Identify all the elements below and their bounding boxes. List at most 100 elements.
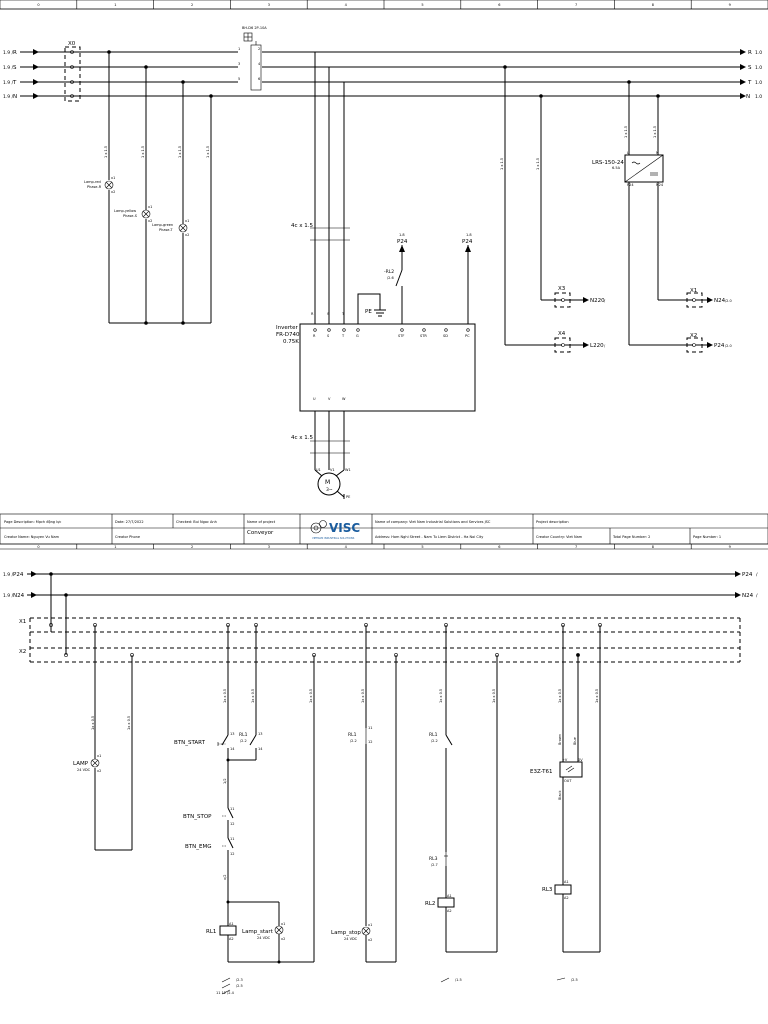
rail-p24-label: P24 <box>13 572 24 578</box>
inv-pin-str: STR <box>420 334 427 338</box>
rl1-c1-pin1: 13 <box>258 732 262 736</box>
rail-s-label: S <box>13 65 17 71</box>
xref-rl1-3: 11 12 /2.4 <box>216 991 235 995</box>
psu-name: LRS-150-24 <box>592 160 624 166</box>
rail-t-label: T <box>12 80 17 86</box>
rail-p24-label-right: P24 <box>742 572 753 578</box>
sensor-wire-brown: Brown <box>558 734 562 745</box>
tb-project-desc: Project description <box>536 520 569 524</box>
rail-n24-ref-right: / <box>756 593 758 599</box>
terminal-x3-ref: / <box>604 299 606 303</box>
lamp-start-name: Lamp_start <box>242 929 274 935</box>
breaker-label: BH-D6 2P-10A <box>242 26 267 30</box>
rl2-coil-pin1: A1 <box>447 894 452 898</box>
btn-emg-pin2: 12 <box>230 852 234 856</box>
wire-label-9: 1x x 0.5 <box>558 689 562 703</box>
motor-pin-v1: V1 <box>330 468 335 472</box>
column-number: 6 <box>498 545 500 549</box>
column-number: 5 <box>421 545 423 549</box>
rl1-c1-name: RL1 <box>239 732 248 738</box>
terminal-x3-signal: N220 <box>590 298 605 304</box>
lamp-start-spec: 24 VDC <box>257 936 271 940</box>
sheet2-rails: 1.9 / P24 P24 / 1.9 / N24 N24 / <box>3 571 758 655</box>
breaker-pin-6: 6 <box>258 77 260 81</box>
sensor-wire-black: Black <box>558 790 562 800</box>
column-number: 0 <box>37 3 39 7</box>
wire-label-6: 1x x 0.5 <box>361 689 365 703</box>
terminal-point <box>64 653 68 657</box>
terminal-x4-ref: / <box>604 344 606 348</box>
lamp-yellow-pin2: x2 <box>148 219 152 223</box>
cable-in-label: 4c x 1.5 <box>291 223 314 229</box>
control-circuit: 1x x 0.5 1x x 0.5 1x x 0.5 1x x 0.5 1x x… <box>73 625 601 964</box>
rail-t-ref: 1.9 / <box>3 80 14 86</box>
rl3-c-ref: /2.7 <box>431 863 438 867</box>
sensor-wire-blue: Blue <box>573 737 577 745</box>
p24a-ref: 1.8 <box>399 233 405 237</box>
rail-r-ref-right: 1.0 <box>755 50 762 56</box>
pe-label: PE <box>365 309 372 315</box>
terminal-x2-signal: P24 <box>714 343 725 349</box>
rl1-coil-pin1: A1 <box>229 922 234 926</box>
lamp-icon <box>90 758 100 768</box>
column-number: 4 <box>345 545 348 549</box>
rail-n-ref-right: 1.0 <box>755 94 762 100</box>
rl2-coil-pin2: A2 <box>447 909 452 913</box>
lamp-stop-name: Lamp_stop <box>331 930 361 936</box>
column-number: 0 <box>37 545 39 549</box>
inv-pin-w: W <box>342 397 346 401</box>
btn-start-pin2: 14 <box>230 747 235 751</box>
inverter-power: 0.75K <box>283 339 299 345</box>
terminal-point <box>49 623 53 627</box>
column-number: 8 <box>652 545 654 549</box>
wire-label-5: 1x x 0.5 <box>309 689 313 703</box>
inv-pin-t: T <box>341 334 345 338</box>
motor-phase: 3~ <box>326 487 333 493</box>
motor-pe: PE <box>346 495 350 499</box>
lamp-green-phase: Phase-T <box>159 228 173 232</box>
rl1-c3-ref: /2.2 <box>431 739 438 743</box>
wire-label-3: 1x x 0.5 <box>223 689 227 703</box>
inv-in-label-t: T <box>341 312 345 316</box>
lamp-yellow-phase: Phase-S <box>123 214 138 218</box>
btn-stop-pin2: 12 <box>230 822 234 826</box>
sensor-term-v: +V <box>562 758 568 762</box>
rl1-c2-pin2: 12 <box>368 740 372 744</box>
psu-pin-p24: P24 <box>627 183 634 187</box>
column-number: 1 <box>114 3 116 7</box>
lamp-yellow-name: Lamp-yellow <box>114 209 136 213</box>
rl1-c3-name: RL1 <box>429 732 438 738</box>
rail-p24-ref: 1.9 / <box>3 572 14 578</box>
terminal-x4-name: X4 <box>558 331 566 337</box>
column-number: 2 <box>191 545 193 549</box>
column-number: 2 <box>191 3 193 7</box>
lamp-spec: 24 VDC <box>77 768 91 772</box>
rl3-c-name: RL3 <box>429 856 438 862</box>
terminal-strips: X1 X2 <box>19 617 741 663</box>
lamp-pin1: x1 <box>97 754 101 758</box>
sensor-term-out: OUT <box>564 779 572 783</box>
inverter-control: 1.8 P24 -RL2 /2.6 1.8 P24 <box>384 233 473 324</box>
rl3-coil-name: RL3 <box>542 887 553 893</box>
rail-p24-ref-right: / <box>756 572 758 578</box>
lamp-green-name: Lamp-green <box>152 223 173 227</box>
inv-pin-stf: STF <box>398 334 404 338</box>
lamp-name: LAMP <box>73 761 89 767</box>
motor-pin-u1: U1 <box>316 468 321 472</box>
column-number: 3 <box>268 3 270 7</box>
column-number: 9 <box>729 3 731 7</box>
breaker-pin-3: 3 <box>238 62 240 66</box>
inv-pin-sd: SD <box>443 334 448 338</box>
terminal-x3-name: X3 <box>558 286 566 292</box>
rail-t-label-right: T <box>747 80 752 86</box>
lamp-red-icon <box>104 180 114 190</box>
tb-page-desc: Page Description: Mạch động lực <box>4 520 61 524</box>
cable-out-label: 4c x 1.5 <box>291 435 314 441</box>
inv-pin-s: S <box>327 334 330 338</box>
psu-pin-n24: N24 <box>656 183 664 187</box>
wire-label-1: 1x x 0.5 <box>91 716 95 730</box>
btn-start-pin1: 13 <box>230 732 234 736</box>
tb-project-name: Conveyor <box>247 530 274 536</box>
motor-pin-w1: W1 <box>345 468 351 472</box>
lamp-yellow-pin1: x1 <box>148 205 152 209</box>
